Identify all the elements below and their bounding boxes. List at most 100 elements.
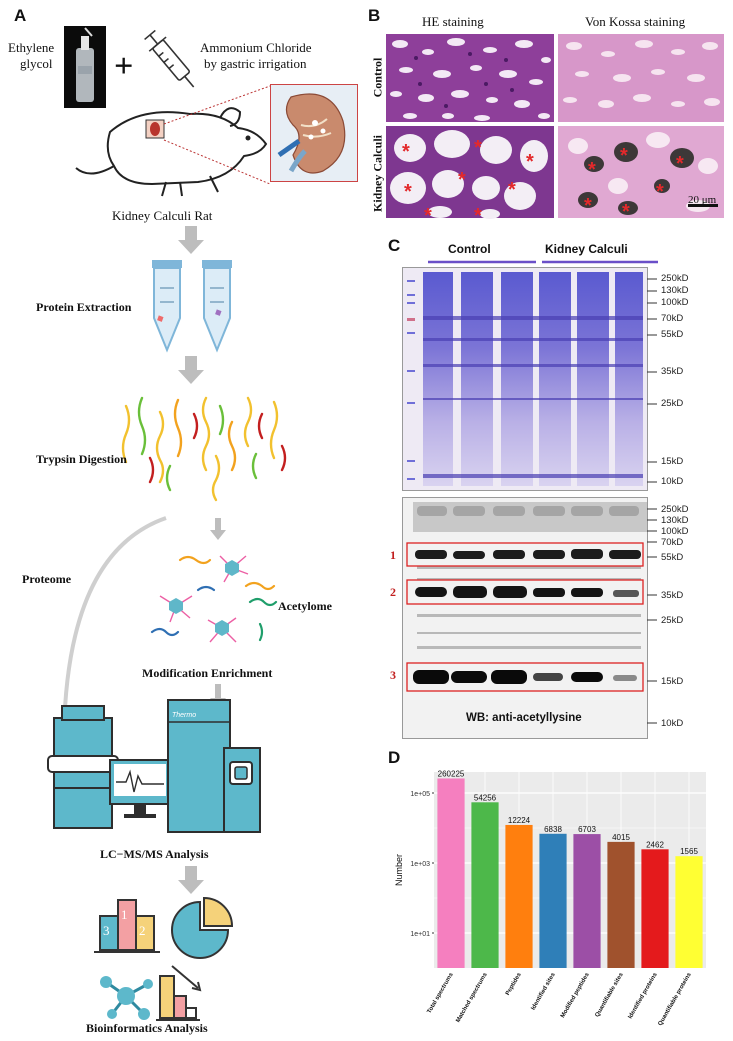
- lc-ms-label: LC−MS/MS Analysis: [100, 847, 209, 862]
- ammonium-label-1: Ammonium Chloride: [200, 40, 312, 56]
- trypsin-digestion-label: Trypsin Digestion: [36, 452, 127, 467]
- svg-text:*: *: [474, 205, 482, 227]
- band-box-number-3: 3: [390, 668, 396, 683]
- ethylene-label-1: Ethylene: [8, 40, 54, 56]
- data-label: 2462: [646, 840, 664, 849]
- data-label: 12224: [508, 816, 531, 825]
- western-blot: [402, 497, 648, 739]
- panel-letter-b: B: [368, 6, 380, 26]
- group-label-kidney-calculi: Kidney Calculi: [545, 242, 628, 256]
- bar-identified-sites: [539, 834, 566, 968]
- rat-label: Kidney Calculi Rat: [112, 208, 212, 224]
- svg-text:*: *: [404, 181, 412, 203]
- coomassie-gel: [402, 267, 648, 491]
- wb-marker-250: 250kD: [661, 504, 688, 515]
- arrow-down-icon: [176, 866, 206, 896]
- data-label: 1565: [680, 847, 698, 856]
- x-tick-label: Total spectrums: [427, 971, 455, 1014]
- gel-marker-250: 250kD: [661, 273, 688, 284]
- bar-matched-spectrums: [471, 802, 498, 968]
- gel-marker-ticks: [647, 267, 659, 489]
- wb-marker-55: 55kD: [661, 552, 683, 563]
- he-control-image: [386, 34, 554, 122]
- y-axis-label: Number: [394, 854, 404, 886]
- bar-icon-number-1: 1: [121, 907, 128, 923]
- ethylene-label-2: glycol: [20, 56, 53, 72]
- panel-letter-c: C: [388, 236, 400, 256]
- gel-marker-15: 15kD: [661, 456, 683, 467]
- band-box-number-1: 1: [390, 548, 396, 563]
- band-box-number-2: 2: [390, 585, 396, 600]
- he-kidney-calculi-image: *** *****: [386, 126, 554, 218]
- bar-icon-number-3: 3: [103, 923, 110, 939]
- gel-marker-70: 70kD: [661, 313, 683, 324]
- bioinformatics-label: Bioinformatics Analysis: [86, 1021, 208, 1036]
- kidney-icon: [271, 85, 357, 181]
- wb-marker-10: 10kD: [661, 718, 683, 729]
- modification-enrichment-label: Modification Enrichment: [142, 666, 272, 681]
- bioinformatics-icons: [86, 896, 306, 1026]
- x-tick-label: Matched spectrums: [455, 971, 489, 1023]
- row-label-kidney: Kidney Calculi: [371, 129, 386, 219]
- gel-marker-55: 55kD: [661, 329, 683, 340]
- row-label-control: Control: [371, 48, 386, 108]
- svg-text:*: *: [424, 205, 432, 227]
- svg-text:*: *: [656, 181, 664, 203]
- bar-quantifiable-sites: [607, 842, 634, 968]
- svg-text:*: *: [620, 145, 628, 167]
- protein-extraction-label: Protein Extraction: [36, 300, 131, 315]
- x-tick-label: Peptides: [505, 971, 523, 996]
- he-staining-header: HE staining: [422, 14, 484, 30]
- svg-text:*: *: [526, 151, 534, 173]
- scale-bar-label: 20 μm: [688, 194, 716, 206]
- wb-marker-ticks: [647, 497, 659, 737]
- data-label: 6703: [578, 825, 596, 834]
- data-label: 4015: [612, 833, 630, 842]
- x-tick-label: Quantifiable sites: [595, 971, 626, 1018]
- peptides-icon: [120, 396, 290, 506]
- bar-peptides: [505, 825, 532, 968]
- instrument-brand-label: Thermo: [172, 712, 196, 719]
- arrow-down-icon: [176, 226, 206, 256]
- plus-sign: +: [114, 48, 133, 86]
- wb-marker-15: 15kD: [661, 676, 683, 687]
- wb-marker-25: 25kD: [661, 615, 683, 626]
- x-tick-label: Identified sites: [531, 971, 558, 1011]
- wb-antibody-label: WB: anti-acetyllysine: [466, 712, 582, 724]
- proteome-label: Proteome: [22, 572, 71, 587]
- blot-lanes: [403, 498, 647, 738]
- bar-total-spectrums: [437, 778, 464, 968]
- panel-letter-d: D: [388, 748, 400, 768]
- wb-marker-130: 130kD: [661, 515, 688, 526]
- svg-text:*: *: [676, 153, 684, 175]
- acetylated-proteins-icon: [150, 546, 280, 656]
- syringe-icon: [145, 22, 205, 92]
- data-label: 260225: [438, 769, 465, 778]
- arrow-down-icon: [208, 518, 228, 542]
- kidney-illustration: [270, 84, 358, 182]
- von-kossa-header: Von Kossa staining: [585, 14, 685, 30]
- data-label: 54256: [474, 793, 497, 802]
- gel-lanes: [403, 268, 647, 490]
- zoom-lines: [162, 84, 282, 194]
- lc-ms-instrument-icon: [34, 700, 294, 840]
- y-tick-label: 1e+05: [410, 791, 430, 798]
- svg-text:*: *: [584, 195, 592, 217]
- bar-icon-number-2: 2: [139, 923, 146, 939]
- gel-marker-130: 130kD: [661, 285, 688, 296]
- bar-modified-peptides: [573, 834, 600, 968]
- gel-marker-100: 100kD: [661, 297, 688, 308]
- y-tick-label: 1e+03: [410, 861, 430, 868]
- ammonium-label-2: by gastric irrigation: [204, 56, 307, 72]
- gel-marker-10: 10kD: [661, 476, 683, 487]
- data-label: 6838: [544, 825, 562, 834]
- bar-quantifiable-proteins: [675, 856, 702, 968]
- group-label-control: Control: [448, 242, 491, 256]
- svg-text:*: *: [458, 169, 466, 191]
- x-tick-label: Identified proteins: [628, 971, 660, 1020]
- svg-text:*: *: [402, 141, 410, 163]
- wb-marker-70: 70kD: [661, 537, 683, 548]
- x-tick-label: Quantifiable proteins: [658, 971, 694, 1027]
- tubes-icon: [144, 258, 244, 358]
